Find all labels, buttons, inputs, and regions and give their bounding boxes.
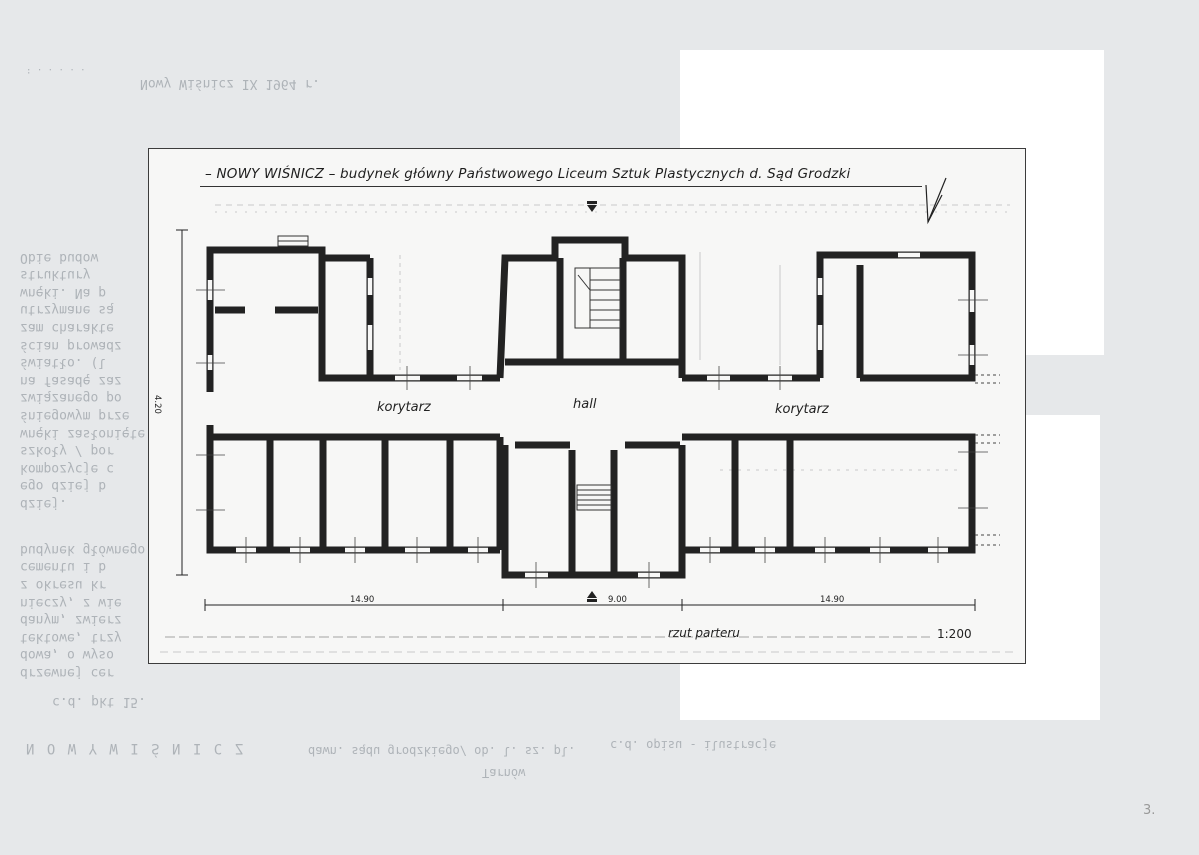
entrance-arrows	[587, 201, 597, 602]
page-number: 3.	[1143, 803, 1156, 818]
walls	[206, 236, 976, 579]
dimension-center-span: 9.00	[608, 595, 627, 605]
room-label-hall: hall	[573, 397, 597, 412]
north-arrow-icon	[925, 177, 947, 225]
room-label-corridor-right: korytarz	[775, 402, 829, 417]
drawing-title: – NOWY WIŚNICZ – budynek główny Państwow…	[205, 166, 851, 182]
dimension-depth: 4.20	[152, 395, 162, 414]
dimension-left-span: 14.90	[350, 595, 375, 605]
window-ticks	[196, 289, 988, 588]
title-underline	[200, 186, 922, 187]
scale-caption: 1:200	[937, 627, 972, 641]
width-dimension	[204, 599, 976, 611]
depth-dimension	[176, 229, 188, 576]
dimension-right-span: 14.90	[820, 595, 845, 605]
room-label-corridor-left: korytarz	[377, 400, 431, 415]
side-entrances	[975, 374, 1000, 546]
faint-construction-lines	[160, 204, 1015, 653]
view-caption: rzut parteru	[668, 626, 740, 640]
staircases	[277, 235, 621, 511]
